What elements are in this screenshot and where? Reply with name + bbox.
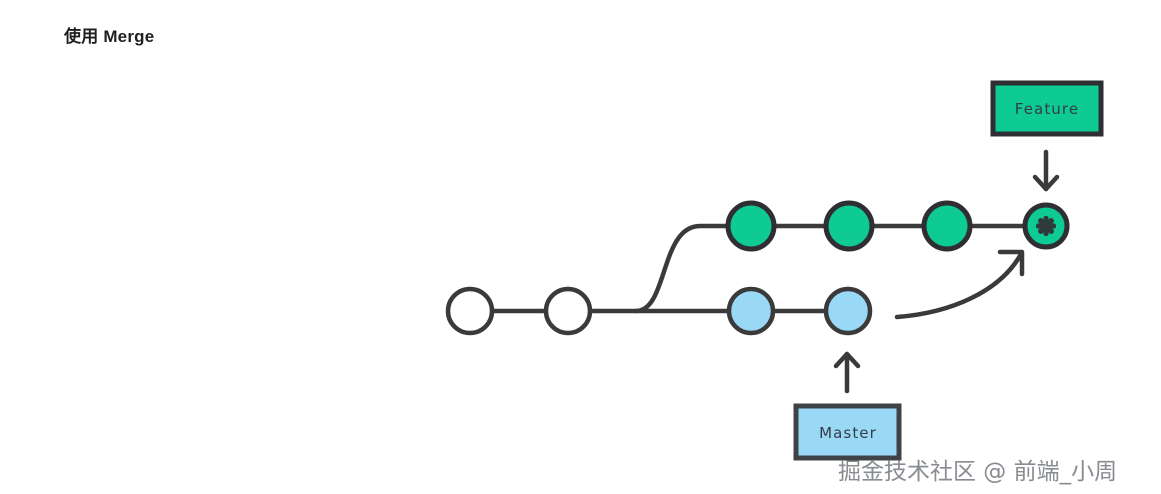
commit-feature-3[interactable] [921,200,973,252]
master-label-box[interactable]: Master [793,403,902,461]
feature-label-text: Feature [1015,100,1079,118]
feature-down-arrow [1032,149,1060,192]
commit-master-2[interactable] [543,286,593,336]
master-up-arrow [833,351,861,394]
feature-label-box[interactable]: Feature [990,80,1104,137]
asterisk-icon [1036,216,1056,236]
commit-master-3[interactable] [726,286,776,336]
branch-fork-curve [633,223,731,314]
merge-curved-arrow [894,249,1025,320]
commit-master-4[interactable] [823,286,873,336]
commit-feature-1[interactable] [725,200,777,252]
page-title: 使用 Merge [64,27,155,46]
commit-feature-2[interactable] [823,200,875,252]
commit-master-1[interactable] [445,286,495,336]
master-label-text: Master [819,424,877,442]
watermark: 掘金技术社区 @ 前端_小周 [838,459,1118,485]
